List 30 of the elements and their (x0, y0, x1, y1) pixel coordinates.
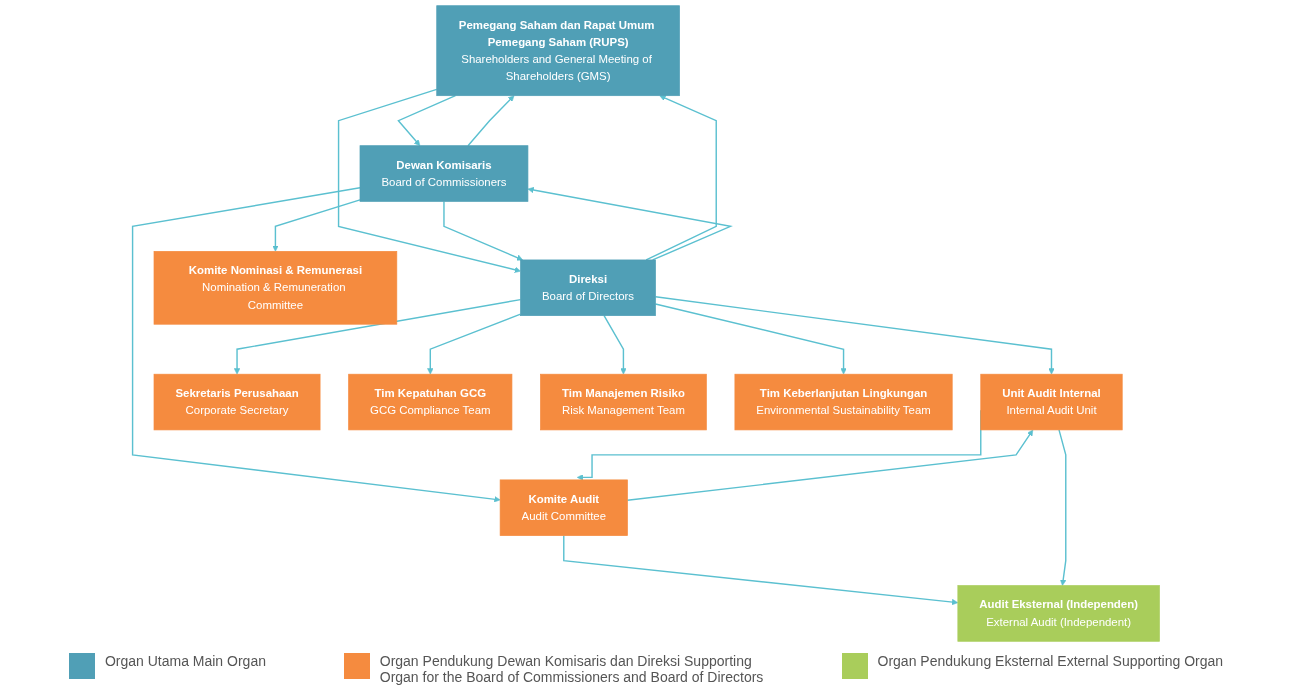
node-box: Tim Keberlanjutan Lingkungan Environmental Sustainability Team (734, 373, 953, 431)
arrow (563, 534, 959, 606)
arrow (654, 303, 847, 375)
node-box: Pemegang Saham dan Rapat Umum Pemegang Saham (RUPS) Shareholders and General Meeting of Shareholders (GMS) (436, 5, 680, 97)
arrow (626, 429, 1034, 502)
arrow (443, 200, 523, 261)
arrow (645, 95, 717, 261)
node-box: Tim Kepatuhan GCG GCG Compliance Team (348, 373, 513, 431)
arrow (527, 186, 733, 261)
arrow (397, 94, 457, 146)
legend-text: Organ Pendukung Eksternal External Supporting Organ (877, 653, 1224, 669)
arrow (233, 298, 522, 375)
legend-text: Organ Pendukung Dewan Komisaris dan Direksi Supporting Organ for the Board of Commissioners and Board of Directors (379, 653, 764, 685)
arrow (603, 314, 627, 375)
arrow (654, 296, 1055, 375)
node-box: Dewan Komisaris Board of Commissioners (359, 145, 529, 202)
node-box: Komite Nominasi & Remunerasi Nomination & Remuneration Committee (153, 251, 398, 325)
arrow (272, 199, 361, 252)
node-box: Unit Audit Internal Internal Audit Unit (980, 373, 1123, 431)
arrow (467, 95, 515, 147)
node-box: Direksi Board of Directors (520, 259, 656, 316)
node-box: Tim Manajemen Risiko Risk Management Team (540, 373, 707, 431)
arrow (427, 313, 522, 375)
legend-text: Organ Utama Main Organ (104, 653, 266, 669)
arrow (1058, 429, 1067, 586)
node-box: Komite Audit Audit Committee (499, 479, 628, 536)
node-box: Audit Eksternal (Independen) External Audit (Independent) (957, 585, 1160, 642)
arrow (131, 187, 501, 503)
node-box: Sekretaris Perusahaan Corporate Secretary (153, 373, 321, 431)
arrow (337, 88, 521, 273)
